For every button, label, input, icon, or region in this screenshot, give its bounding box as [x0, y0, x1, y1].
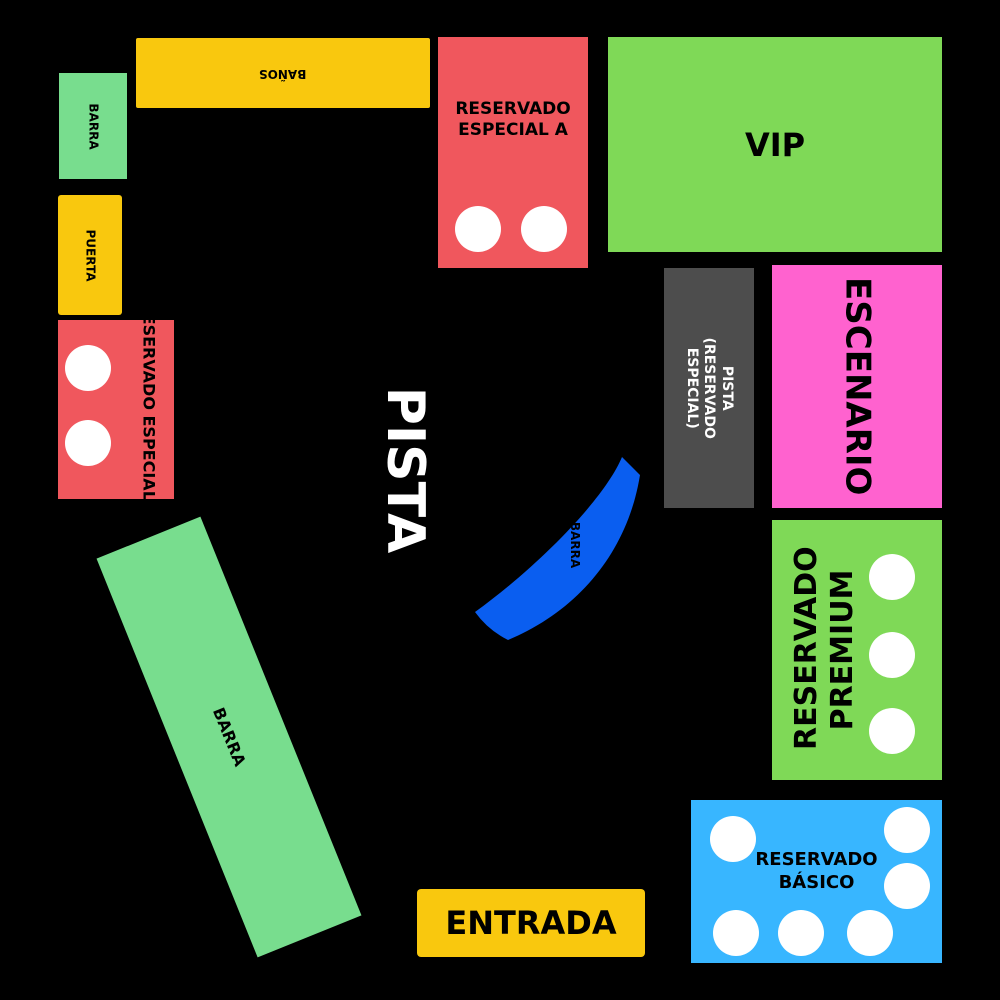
zone-reservado-especial-a-label: RESERVADO ESPECIAL A: [455, 99, 571, 141]
seat[interactable]: [884, 863, 930, 909]
zone-pista-main-label: PISTA: [375, 386, 435, 554]
barra-curved-shape[interactable]: [475, 457, 640, 640]
zone-reservado-basico-label: RESERVADO BÁSICO: [755, 849, 878, 893]
zone-vip[interactable]: VIP: [608, 37, 942, 252]
zone-reservado-premium-label: RESERVADO PREMIUM: [789, 546, 860, 750]
zone-pista-reservado-especial-label: PISTA (RESERVADO ESPECIAL): [684, 337, 736, 439]
zone-barra-top-left[interactable]: BARRA: [59, 73, 127, 179]
zone-vip-label: VIP: [744, 125, 806, 164]
zone-reservado-especial-b[interactable]: RESERVADO ESPECIAL B: [58, 301, 174, 518]
seat[interactable]: [884, 807, 930, 853]
seat[interactable]: [869, 554, 915, 600]
zone-reservado-premium[interactable]: RESERVADO PREMIUM: [772, 520, 942, 780]
zone-barra-curved[interactable]: [470, 450, 650, 650]
zone-escenario[interactable]: ESCENARIO: [772, 265, 942, 508]
zone-entrada-label: ENTRADA: [445, 904, 617, 942]
seat[interactable]: [521, 206, 567, 252]
zone-banos[interactable]: BAÑOS: [136, 38, 430, 108]
seat[interactable]: [869, 708, 915, 754]
zone-barra-top-left-label: BARRA: [86, 102, 101, 150]
zone-puerta-label: PUERTA: [83, 229, 98, 281]
zone-escenario-label: ESCENARIO: [837, 277, 878, 496]
seat[interactable]: [710, 816, 756, 862]
zone-barra-long-label: BARRA: [209, 704, 250, 769]
seat[interactable]: [713, 910, 759, 956]
zone-barra-curved-label: BARRA: [568, 521, 582, 569]
zone-reservado-especial-b-label: RESERVADO ESPECIAL B: [140, 300, 159, 519]
seat[interactable]: [778, 910, 824, 956]
seat[interactable]: [869, 632, 915, 678]
seat[interactable]: [65, 345, 111, 391]
zone-barra-long[interactable]: BARRA: [96, 516, 362, 958]
zone-puerta[interactable]: PUERTA: [58, 195, 122, 315]
zone-pista-reservado-especial[interactable]: PISTA (RESERVADO ESPECIAL): [664, 268, 754, 508]
zone-banos-label: BAÑOS: [259, 66, 307, 81]
seat[interactable]: [455, 206, 501, 252]
zone-entrada[interactable]: ENTRADA: [417, 889, 645, 957]
zone-reservado-basico[interactable]: RESERVADO BÁSICO: [691, 800, 942, 963]
seat[interactable]: [65, 420, 111, 466]
seat[interactable]: [847, 910, 893, 956]
zone-reservado-especial-a[interactable]: RESERVADO ESPECIAL A: [438, 37, 588, 268]
